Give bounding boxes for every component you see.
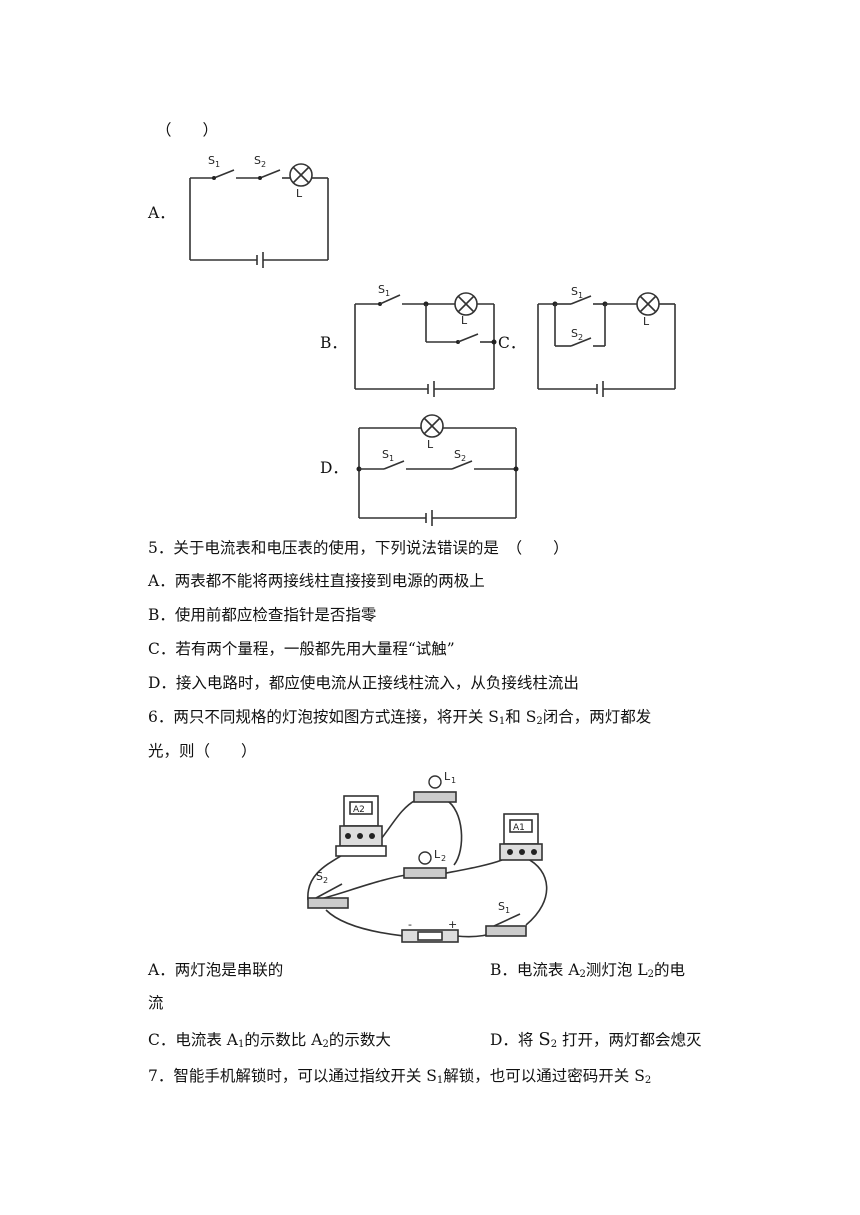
q5-option-c: C．若有两个量程，一般都先用大量程“试触” xyxy=(148,640,455,658)
switch-s2-blade xyxy=(570,337,592,347)
svg-text:S: S xyxy=(498,900,505,913)
svg-text:2: 2 xyxy=(461,454,466,463)
svg-text:2: 2 xyxy=(261,160,266,169)
svg-text:L: L xyxy=(461,314,468,327)
svg-text:S: S xyxy=(254,154,261,167)
svg-text:2: 2 xyxy=(578,333,583,342)
svg-text:+: + xyxy=(448,918,457,931)
svg-text:1: 1 xyxy=(505,906,510,915)
lamp-l-icon xyxy=(289,163,313,187)
svg-text:L: L xyxy=(296,187,303,200)
svg-text:1: 1 xyxy=(215,160,220,169)
svg-text:2: 2 xyxy=(441,854,446,863)
q6-option-c: C．电流表 A1的示数比 A2的示数大 xyxy=(148,1031,391,1050)
switch-s1-blade xyxy=(213,169,235,179)
q5-option-b: B．使用前都应检查指针是否指零 xyxy=(148,606,377,624)
q4-option-a-label: A． xyxy=(148,204,175,222)
q6-option-b-wrap: 流 xyxy=(148,994,164,1012)
ammeter-a2-icon: A2 xyxy=(335,795,387,857)
q6-stem-line1: 6．两只不同规格的灯泡按如图方式连接，将开关 S1和 S2闭合，两灯都发 xyxy=(148,708,652,727)
q4-option-c-label: C． xyxy=(498,334,526,352)
svg-text:1: 1 xyxy=(389,454,394,463)
svg-text:A1: A1 xyxy=(513,823,525,833)
svg-text:S: S xyxy=(454,448,461,461)
q7-stem: 7．智能手机解锁时，可以通过指纹开关 S1解锁，也可以通过密码开关 S2 xyxy=(148,1067,652,1086)
switch-s1-blade xyxy=(379,294,401,305)
q6-option-a: A．两灯泡是串联的 xyxy=(148,961,284,979)
q5-stem: 5．关于电流表和电压表的使用，下列说法错误的是 （ ） xyxy=(148,539,569,557)
svg-text:A2: A2 xyxy=(353,805,365,815)
switch-s1-blade xyxy=(383,460,405,470)
battery-icon: - + xyxy=(401,918,459,943)
svg-text:S: S xyxy=(208,154,215,167)
svg-text:S: S xyxy=(382,448,389,461)
q6-option-b: B．电流表 A2测灯泡 L2的电 xyxy=(490,961,686,980)
svg-text:L: L xyxy=(434,848,441,861)
switch-s2-blade xyxy=(457,333,479,343)
q4-option-b-label: B． xyxy=(320,334,347,352)
svg-text:S: S xyxy=(378,283,385,296)
svg-text:L: L xyxy=(427,438,434,451)
ammeter-a1-icon: A1 xyxy=(499,813,543,861)
svg-text:S: S xyxy=(571,327,578,340)
svg-text:-: - xyxy=(408,918,412,931)
switch-s2-blade xyxy=(451,460,473,470)
switch-s1-blade xyxy=(570,295,592,305)
svg-text:2: 2 xyxy=(323,876,328,885)
svg-text:1: 1 xyxy=(578,291,583,300)
svg-text:S: S xyxy=(316,870,323,883)
q6-stem-line2: 光，则（ ） xyxy=(148,742,257,760)
q5-option-d: D．接入电路时，都应使电流从正接线柱流入，从负接线柱流出 xyxy=(148,674,579,692)
svg-text:L: L xyxy=(444,770,451,783)
svg-text:S: S xyxy=(571,285,578,298)
switch-s2-blade xyxy=(259,169,281,179)
q4-option-d-label: D． xyxy=(320,459,348,477)
svg-text:1: 1 xyxy=(385,289,390,298)
q6-option-d: D．将 S2 打开，两灯都会熄灭 xyxy=(490,1029,702,1051)
lamp-l-icon xyxy=(636,292,660,316)
q4-answer-paren: （ ） xyxy=(156,121,219,139)
lamp-l-icon xyxy=(454,292,478,316)
svg-text:L: L xyxy=(643,315,650,328)
lamp-l-icon xyxy=(420,414,444,438)
q5-option-a: A．两表都不能将两接线柱直接接到电源的两极上 xyxy=(148,572,485,590)
svg-text:1: 1 xyxy=(451,776,456,785)
